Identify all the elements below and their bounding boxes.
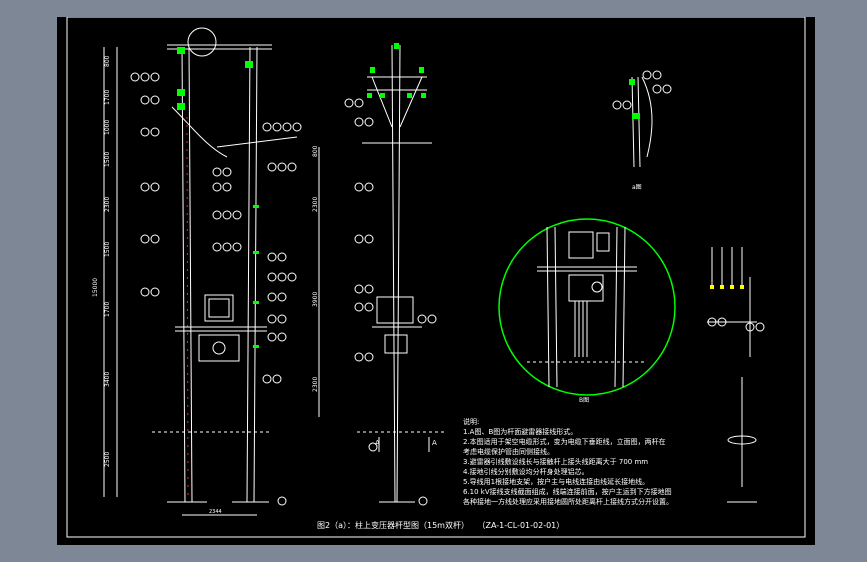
detail-a — [612, 70, 672, 168]
dim-r2: 2300 — [312, 197, 319, 212]
section-marks: A A — [375, 439, 437, 447]
side-pole-view — [357, 44, 447, 503]
note-line-2: 2.本图适用于架空电缆形式，变为电缆下垂距线，立面图，两杆在 — [463, 438, 666, 446]
sheet-border — [66, 17, 806, 538]
dim-4: 1500 — [104, 152, 111, 167]
figure-caption: 图2（a）：柱上变压器杆型图（15m双杆） （ZA-1-CL-01-02-01） — [317, 520, 570, 531]
direction-symbol — [727, 377, 757, 503]
dim-r1: 800 — [312, 145, 319, 157]
side-insulators — [367, 43, 426, 98]
left-dimension-labels: 800 1700 1000 1500 2300 1500 1700 3400 2… — [92, 55, 319, 515]
left-insulators — [177, 47, 259, 348]
detail-b — [498, 218, 676, 396]
note-line-4: 3.避雷器引线敷设线长与接触杆上接头线距离大于 700 mm — [463, 458, 649, 466]
left-pole-view — [103, 44, 320, 516]
caption-title: 图2（a）：柱上变压器杆型图（15m双杆） — [317, 521, 469, 530]
note-line-5: 4.接地引线分别敷设均分杆身处理铝芯。 — [463, 468, 589, 476]
dim-r4: 2300 — [312, 377, 319, 392]
note-line-7: 6.10 kV接线支线截面组成，线端连接前面，按户主运到下方接地图 — [463, 488, 672, 496]
detail-a-label: a图 — [632, 184, 642, 191]
dim-9: 2500 — [104, 452, 111, 467]
drawing-sheet: 800 1700 1000 1500 2300 1500 1700 3400 2… — [57, 17, 815, 545]
notes-block: 说明: 1.A图、B图为杆面避雷器接线形式。 2.本图适用于架空电缆形式，变为电… — [463, 417, 753, 507]
note-line-1: 1.A图、B图为杆面避雷器接线形式。 — [463, 428, 578, 436]
dim-3: 1000 — [104, 120, 111, 135]
note-line-6: 5.导线用1根接地支架，按户主与电线连接由线延长接地线。 — [463, 478, 650, 486]
dim-total: 15000 — [92, 278, 99, 297]
section-a-left: A — [375, 439, 380, 447]
dim-spacing: 2344 — [209, 509, 222, 515]
wiring-detail — [707, 247, 765, 357]
dim-5: 2300 — [104, 197, 111, 212]
dim-8: 3400 — [104, 372, 111, 387]
dim-r3: 3900 — [312, 292, 319, 307]
notes-title: 说明: — [463, 418, 480, 426]
detail-a-fittings — [629, 79, 640, 119]
pole-drawing: 800 1700 1000 1500 2300 1500 1700 3400 2… — [66, 17, 806, 538]
note-line-8: 各种接地一方线处理应采用接地圆所处距离杆上接线方式分开设置。 — [463, 498, 673, 506]
detail-b-label: B图 — [579, 397, 589, 404]
note-line-3: 考虑电缆保护管由同侧接线。 — [463, 448, 554, 456]
side-callouts — [344, 98, 437, 506]
dim-6: 1500 — [104, 242, 111, 257]
dim-1: 800 — [104, 55, 111, 67]
caption-code: （ZA-1-CL-01-02-01） — [477, 521, 565, 530]
wiring-terminals — [710, 285, 744, 289]
dim-7: 1700 — [104, 302, 111, 317]
left-callouts — [130, 27, 302, 506]
dim-2: 1700 — [104, 90, 111, 105]
section-a-right: A — [432, 439, 437, 447]
